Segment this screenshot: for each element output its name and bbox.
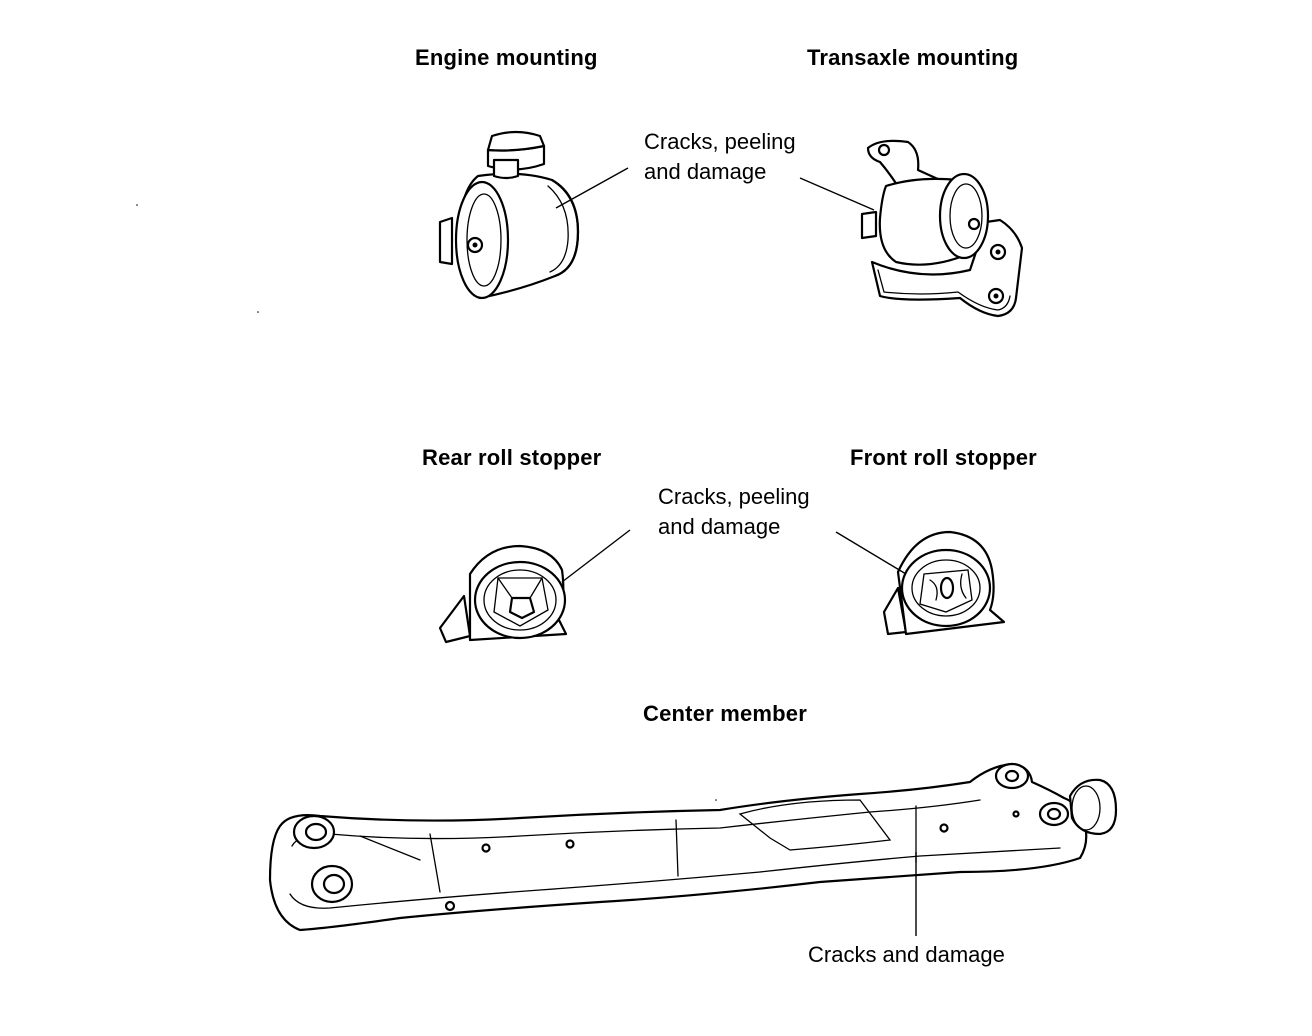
front-roll-stopper-title: Front roll stopper bbox=[850, 445, 1037, 470]
callout-middle-line1: Cracks, peeling bbox=[658, 484, 810, 509]
center-member-drawing bbox=[268, 762, 1118, 936]
callout-top-line1: Cracks, peeling bbox=[644, 129, 796, 154]
rear-roll-stopper-title: Rear roll stopper bbox=[422, 445, 602, 470]
transaxle-mounting-drawing bbox=[799, 139, 1024, 318]
engine-mounting-drawing bbox=[438, 130, 629, 300]
callout-bottom: Cracks and damage bbox=[808, 942, 1005, 967]
callout-middle: Cracks, peeling and damage bbox=[658, 482, 810, 542]
callout-top-line2: and damage bbox=[644, 159, 767, 184]
engine-mounting-title: Engine mounting bbox=[415, 45, 598, 70]
center-member-title: Center member bbox=[643, 701, 807, 726]
callout-middle-line2: and damage bbox=[658, 514, 781, 539]
transaxle-mounting-title: Transaxle mounting bbox=[807, 45, 1019, 70]
front-roll-stopper-drawing bbox=[835, 530, 1006, 636]
callout-top: Cracks, peeling and damage bbox=[644, 127, 796, 187]
rear-roll-stopper-drawing bbox=[438, 529, 631, 644]
